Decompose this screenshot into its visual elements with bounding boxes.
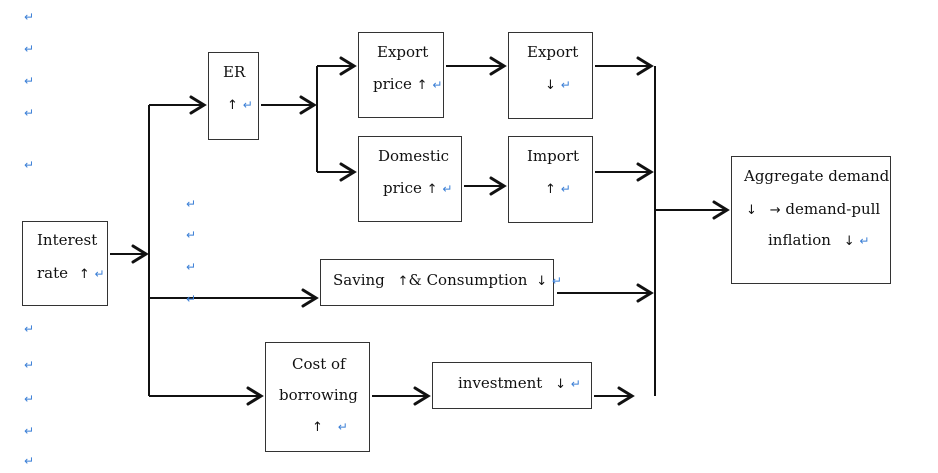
- arrowhead: [301, 288, 319, 308]
- right-arrow-icon: →: [769, 203, 781, 218]
- arrowhead: [246, 386, 264, 406]
- down-arrow-icon: ↓: [843, 234, 855, 249]
- paragraph-mark: ↵: [24, 358, 35, 372]
- node-interest-rate: Interest rate ↑ ↵: [22, 221, 108, 306]
- paragraph-mark: ↵: [186, 197, 197, 211]
- node-export: Export ↓ ↵: [508, 32, 593, 119]
- node-label: Import: [527, 147, 579, 165]
- down-arrow-icon: ↓: [536, 274, 548, 289]
- arrowhead: [339, 56, 357, 76]
- node-label: Cost of: [292, 355, 346, 373]
- node-er: ER ↑ ↵: [208, 52, 259, 140]
- arrowhead: [636, 283, 654, 303]
- node-aggregate-demand: Aggregate demand ↓ → demand-pull inflati…: [731, 156, 891, 284]
- arrowhead: [636, 56, 654, 76]
- up-arrow-icon: ↑: [545, 182, 556, 197]
- arrowhead: [339, 162, 357, 182]
- node-label: rate ↑ ↵: [37, 264, 105, 282]
- paragraph-mark: ↵: [24, 10, 35, 24]
- paragraph-mark: ↵: [186, 228, 197, 242]
- node-label: price ↑ ↵: [373, 75, 443, 93]
- node-label: investment ↓ ↵: [458, 374, 581, 392]
- return-mark-icon: ↵: [94, 267, 105, 281]
- down-arrow-icon: ↓: [555, 377, 567, 392]
- node-label: ER: [223, 63, 246, 81]
- node-label: ↑ ↵: [545, 179, 571, 198]
- up-arrow-icon: ↑: [78, 267, 90, 282]
- arrowhead: [617, 386, 635, 406]
- paragraph-mark: ↵: [24, 42, 35, 56]
- return-mark-icon: ↵: [337, 420, 348, 434]
- node-cost-of-borrowing: Cost of borrowing ↑ ↵: [265, 342, 370, 452]
- arrowhead: [189, 95, 207, 115]
- node-label: Export: [377, 43, 429, 61]
- down-arrow-icon: ↓: [746, 203, 757, 218]
- node-label: Saving ↑& Consumption ↓ ↵: [333, 271, 562, 289]
- up-arrow-icon: ↑: [227, 98, 238, 113]
- return-mark-icon: ↵: [560, 182, 571, 196]
- paragraph-mark: ↵: [24, 424, 35, 438]
- return-mark-icon: ↵: [242, 98, 253, 112]
- node-label: borrowing: [279, 386, 358, 404]
- arrowhead: [299, 95, 317, 115]
- arrowhead: [489, 56, 507, 76]
- up-arrow-icon: ↑: [397, 274, 409, 289]
- node-label: ↑ ↵: [312, 417, 348, 436]
- arrowhead: [636, 162, 654, 182]
- arrowhead: [131, 244, 149, 264]
- return-mark-icon: ↵: [859, 234, 870, 248]
- node-label: ↓ → demand-pull: [746, 200, 881, 218]
- return-mark-icon: ↵: [560, 78, 571, 92]
- node-domestic-price: Domestic price ↑ ↵: [358, 136, 462, 222]
- node-export-price: Export price ↑ ↵: [358, 32, 444, 118]
- return-mark-icon: ↵: [442, 182, 453, 196]
- node-label: ↑ ↵: [227, 95, 253, 114]
- node-investment: investment ↓ ↵: [432, 362, 592, 409]
- node-label: Interest: [37, 231, 98, 249]
- arrowhead: [489, 176, 507, 196]
- arrowhead: [712, 200, 730, 220]
- arrowhead: [413, 386, 431, 406]
- node-label: ↓ ↵: [545, 75, 571, 94]
- return-mark-icon: ↵: [432, 78, 443, 92]
- node-label: price ↑ ↵: [383, 179, 453, 197]
- node-label: Aggregate demand: [744, 167, 890, 185]
- return-mark-icon: ↵: [551, 274, 562, 288]
- paragraph-mark: ↵: [24, 74, 35, 88]
- paragraph-mark: ↵: [24, 106, 35, 120]
- down-arrow-icon: ↓: [545, 78, 556, 93]
- node-saving-consumption: Saving ↑& Consumption ↓ ↵: [320, 259, 562, 306]
- up-arrow-icon: ↑: [312, 420, 323, 435]
- node-label: Export: [527, 43, 579, 61]
- paragraph-mark: ↵: [24, 158, 35, 172]
- up-arrow-icon: ↑: [426, 182, 438, 197]
- up-arrow-icon: ↑: [416, 78, 428, 93]
- paragraph-mark: ↵: [186, 260, 197, 274]
- paragraph-mark: ↵: [24, 454, 35, 468]
- node-label: Domestic: [378, 147, 450, 165]
- node-import: Import ↑ ↵: [508, 136, 593, 223]
- paragraph-mark: ↵: [24, 392, 35, 406]
- paragraph-mark: ↵: [24, 322, 35, 336]
- paragraph-mark: ↵: [186, 292, 197, 306]
- return-mark-icon: ↵: [570, 377, 581, 391]
- node-label: inflation ↓ ↵: [768, 231, 870, 249]
